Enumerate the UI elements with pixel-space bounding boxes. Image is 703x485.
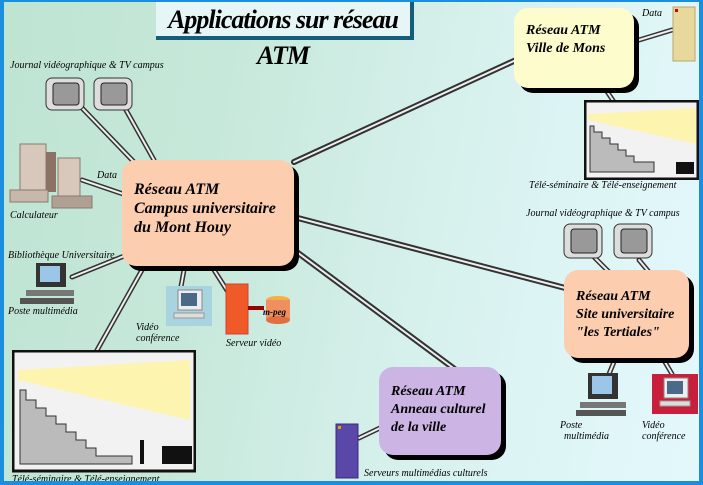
supercomputer-icon: [9, 143, 93, 209]
node-tertiales-line2: Site universitaire: [576, 307, 675, 322]
tv-icon: [93, 77, 133, 111]
node-tertiales-line1: Réseau ATM: [576, 289, 651, 304]
data-server-icon: [672, 6, 696, 62]
node-anneau: Réseau ATM Anneau culturel de la ville: [379, 367, 501, 455]
label-visio-right: Vidéo conférence: [642, 420, 686, 442]
link-campus-mons: [291, 57, 519, 165]
link-campus-tv1: [79, 105, 137, 165]
link-tertiales-postes: [606, 354, 675, 377]
workstation-icon: [20, 263, 74, 304]
label-teleseminaire-left: Télé-séminaire & Télé-enseignement: [12, 474, 160, 485]
label-data-right: Data: [642, 8, 662, 19]
node-campus-line1: Réseau ATM: [134, 181, 220, 198]
tv-icon-pair-right: [563, 223, 653, 259]
node-campus-line3: du Mont Houy: [134, 219, 231, 236]
node-campus-line2: Campus universitaire: [134, 200, 276, 217]
cultural-servers-icon: [335, 423, 359, 479]
videoconference-icon: [166, 286, 212, 326]
node-mons-line1: Réseau ATM: [526, 23, 601, 38]
node-mons-line2: Ville de Mons: [526, 41, 606, 56]
node-tertiales: Réseau ATM Site universitaire "les Terti…: [564, 270, 689, 358]
label-data-left: Data: [97, 170, 117, 181]
label-poste-left: Poste multimédia: [8, 306, 78, 317]
label-bibliotheque: Bibliothèque Universitaire: [8, 250, 115, 261]
tv-icon: [613, 223, 653, 259]
node-anneau-line2: Anneau culturel: [391, 402, 486, 417]
lecture-hall-icon-left: [12, 350, 196, 473]
link-campus-anneau: [283, 241, 459, 373]
label-serveur-video: Serveur vidéo: [226, 338, 282, 349]
link-campus-tertiales: [291, 214, 572, 292]
tv-icon: [563, 223, 603, 259]
tv-icon: [45, 77, 85, 111]
label-mpeg: m-peg: [263, 307, 286, 317]
label-teleseminaire-right: Télé-séminaire & Télé-enseignement: [529, 180, 677, 191]
label-calculateur: Calculateur: [10, 210, 58, 221]
node-campus: Réseau ATM Campus universitaire du Mont …: [122, 160, 294, 266]
link-anneau-serveurs: [356, 424, 385, 441]
video-server-icon: [225, 283, 290, 335]
label-visio-left: Vidéo conférence: [136, 322, 180, 344]
node-anneau-line3: de la ville: [391, 420, 447, 435]
workstation-icon-right: [576, 373, 626, 416]
lecture-hall-icon-right: [584, 100, 699, 180]
label-journal-right: Journal vidéographique & TV campus: [526, 208, 680, 219]
link-mons-data: [636, 27, 675, 43]
tv-icon-pair-left: [45, 77, 133, 111]
label-journal-left: Journal vidéographique & TV campus: [10, 60, 164, 71]
label-serveurs-culturels: Serveurs multimédias culturels: [364, 468, 488, 479]
label-poste-right: Poste multimédia: [560, 420, 609, 442]
videoconference-icon-right: [652, 374, 698, 414]
node-anneau-line1: Réseau ATM: [391, 384, 466, 399]
page-title: Applications sur réseau ATM: [156, 2, 414, 70]
node-mons: Réseau ATM Ville de Mons: [514, 8, 634, 88]
node-tertiales-line3: "les Tertiales": [576, 325, 660, 340]
link-campus-tv2: [123, 107, 157, 163]
link-campus-teleseminaire: [93, 267, 145, 355]
